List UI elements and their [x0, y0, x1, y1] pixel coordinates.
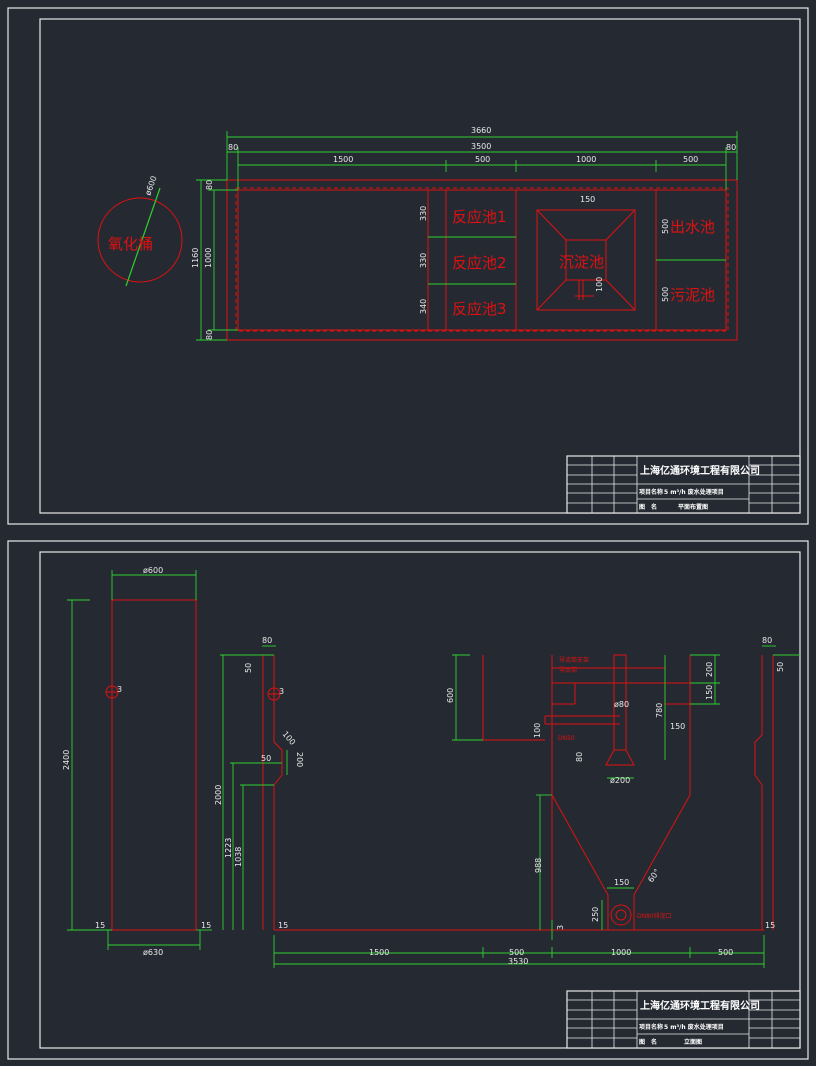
c-150b: 150 — [705, 685, 714, 700]
dim-r340: 340 — [419, 299, 428, 314]
dim-h80-bot: 80 — [205, 330, 214, 340]
section-company-name: 上海亿通环境工程有限公司 — [640, 999, 760, 1012]
rw-15: 15 — [765, 921, 775, 930]
oxidation-tank-label: 氧化桶 — [108, 235, 153, 253]
dim-500a: 500 — [475, 155, 490, 164]
b-500b: 500 — [718, 948, 733, 957]
basin-inner-line — [235, 187, 729, 332]
p-600: 600 — [446, 688, 455, 703]
c-80: ø80 — [614, 700, 629, 709]
dim-r330a: 330 — [419, 206, 428, 221]
b-3530: 3530 — [508, 957, 528, 966]
dim-c100: 100 — [595, 277, 604, 292]
basin-right-wall: 80 50 15 — [754, 636, 800, 930]
plan-project-name: 5 m³/h 废水处理项目 — [664, 488, 724, 496]
settling-tank-section: ø80 780 150 200 150 ø200 150 60° 250 导流筒… — [551, 654, 720, 930]
lw-2000: 2000 — [214, 785, 223, 805]
lw-200: 200 — [295, 752, 304, 767]
section-project-label: 项目名称 — [639, 1023, 663, 1031]
lw-15: 15 — [278, 921, 288, 930]
tank-top-dia: ø600 — [143, 566, 163, 575]
tank-diameter-dim: ø600 — [143, 175, 158, 197]
dim-h1000: 1000 — [204, 248, 213, 268]
lw-1038: 1038 — [234, 847, 243, 867]
c-780: 780 — [655, 703, 664, 718]
dim-h1160: 1160 — [191, 248, 200, 268]
plan-sheet: 氧化桶 ø600 反应池1 反应池2 反应池3 沉淀 — [7, 7, 809, 525]
dim-inner-width: 3500 — [471, 142, 491, 151]
p-80: 80 — [575, 752, 584, 762]
lw-3: 3 — [279, 687, 284, 696]
plan-vertical-dims: 80 1160 1000 80 330 330 340 500 500 150 … — [191, 179, 670, 341]
section-title-block: 上海亿通环境工程有限公司 项目名称 5 m³/h 废水处理项目 图 名 立面图 — [566, 990, 801, 1049]
partition-and-pipe: 600 100 80 988 3 DN50 — [446, 654, 620, 940]
plan-horizontal-dims: 3660 3500 80 80 1500 500 1000 500 — [226, 126, 738, 190]
section-sheet: ø600 ø630 2400 3 15 15 80 50 3 100 — [7, 540, 809, 1060]
section-outer-border — [7, 540, 809, 1060]
plan-project-label: 项目名称 — [639, 488, 663, 496]
lw-1223: 1223 — [224, 838, 233, 858]
basin-outer-wall — [226, 179, 738, 341]
b-1000: 1000 — [611, 948, 631, 957]
c-250: 250 — [591, 907, 600, 922]
reactor-3-label: 反应池3 — [452, 300, 507, 318]
settling-tank-label: 沉淀池 — [559, 253, 604, 271]
plan-title-block: 上海亿通环境工程有限公司 项目名称 5 m³/h 废水处理项目 图 名 平面布置… — [566, 455, 801, 514]
note-dn50: DN50 — [558, 735, 575, 742]
rw-50: 50 — [776, 662, 785, 672]
tank-15-right: 15 — [201, 921, 211, 930]
c-150c: 150 — [614, 878, 629, 887]
sludge-tank-label: 污泥池 — [670, 286, 715, 304]
plan-company-name: 上海亿通环境工程有限公司 — [640, 464, 760, 477]
section-project-name: 5 m³/h 废水处理项目 — [664, 1023, 724, 1031]
plan-drawing-name: 平面布置图 — [678, 503, 708, 511]
note-guide-tube: 导流筒 — [559, 666, 577, 674]
c-200dia: ø200 — [610, 776, 630, 785]
tank-port-3: 3 — [117, 685, 122, 694]
note-guide-support: 导流筒支架 — [559, 656, 589, 664]
dim-wall-left: 80 — [228, 143, 238, 152]
dim-r330b: 330 — [419, 253, 428, 268]
c-150: 150 — [670, 722, 685, 731]
p-3: 3 — [556, 925, 565, 930]
tank-15-left: 15 — [95, 921, 105, 930]
plan-inner-border — [39, 18, 801, 514]
tank-bottom-dia: ø630 — [143, 948, 163, 957]
plan-drawing-label: 图 名 — [639, 503, 657, 511]
basin-left-wall: 80 50 3 100 50 200 2000 1223 1038 15 — [214, 636, 304, 930]
oxidation-tank-plan: 氧化桶 ø600 — [97, 175, 183, 287]
dim-total-width: 3660 — [471, 126, 491, 135]
plan-outer-border — [7, 7, 809, 525]
rw-80: 80 — [762, 636, 772, 645]
dim-o500a: 500 — [661, 219, 670, 234]
section-bottom-dims: 1500 500 1000 500 3530 — [273, 935, 765, 968]
section-drawing-label: 图 名 — [639, 1038, 657, 1046]
dim-500b: 500 — [683, 155, 698, 164]
outlet-tank-label: 出水池 — [670, 218, 715, 236]
reactor-1-label: 反应池1 — [452, 208, 507, 226]
lw-80: 80 — [262, 636, 272, 645]
settling-cone — [536, 209, 636, 311]
b-1500: 1500 — [369, 948, 389, 957]
section-drawing-name: 立面图 — [684, 1038, 702, 1046]
lw-50: 50 — [244, 663, 253, 673]
section-inner-border — [39, 551, 801, 1049]
p-988: 988 — [534, 858, 543, 873]
note-dn80-sludge: DN80排泥口 — [637, 912, 672, 920]
b-500a: 500 — [509, 948, 524, 957]
dim-o500b: 500 — [661, 287, 670, 302]
tank-height: 2400 — [62, 750, 71, 770]
oxidation-tank-elevation: ø600 ø630 2400 3 15 15 — [62, 566, 212, 957]
c-200: 200 — [705, 662, 714, 677]
dim-wall-right: 80 — [726, 143, 736, 152]
lw-50b: 50 — [261, 754, 271, 763]
lw-100: 100 — [280, 730, 297, 747]
reactor-2-label: 反应池2 — [452, 254, 507, 272]
p-100: 100 — [533, 723, 542, 738]
dim-c150: 150 — [580, 195, 595, 204]
dim-1000: 1000 — [576, 155, 596, 164]
dim-1500: 1500 — [333, 155, 353, 164]
dim-h80-top: 80 — [205, 180, 214, 190]
